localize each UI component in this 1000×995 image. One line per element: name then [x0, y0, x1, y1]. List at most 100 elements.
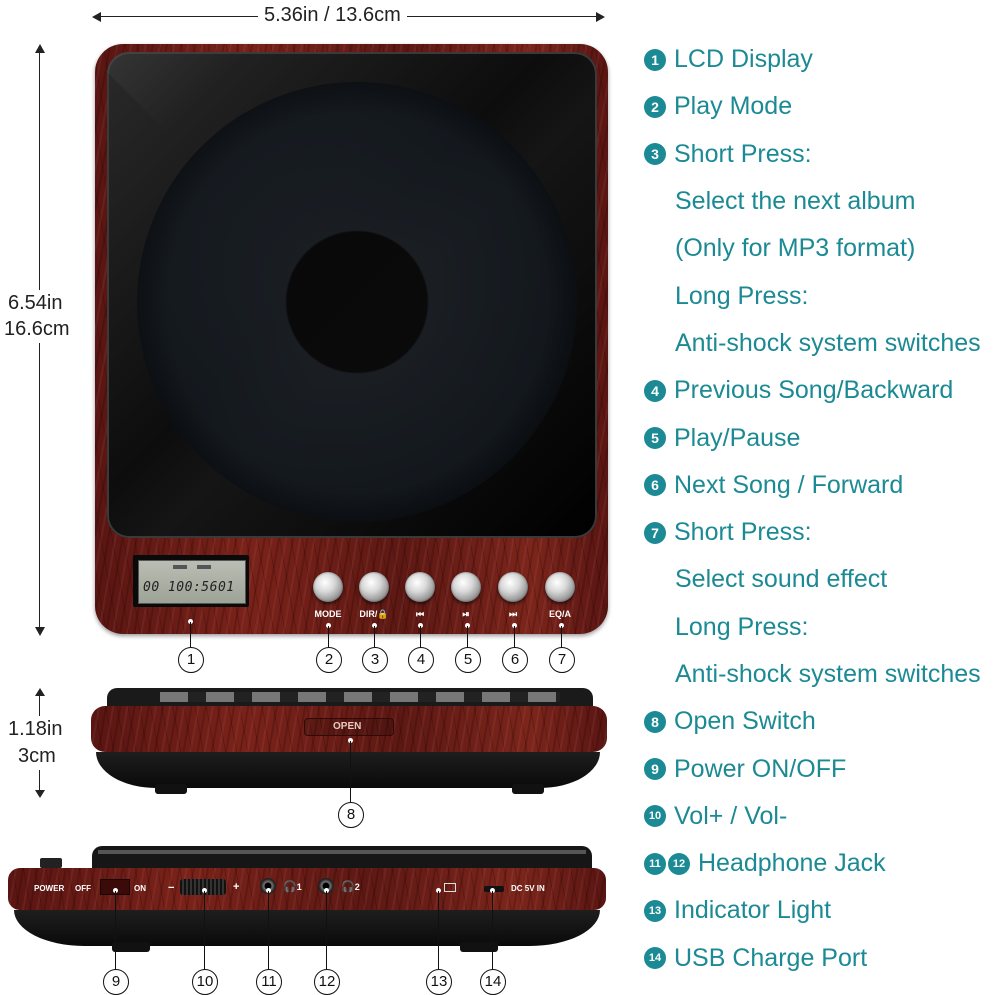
eq-label: EQ/A [548, 609, 571, 619]
legend-badge: 14 [644, 947, 666, 970]
disc-reflection [137, 82, 577, 522]
callout-1: 1 [178, 647, 204, 673]
power-label: POWER [34, 884, 65, 893]
legend-text: Long Press: [675, 612, 809, 641]
legend-item: Long Press: [644, 604, 1000, 651]
legend-text: Select the next album [675, 187, 916, 216]
minus-label: − [168, 882, 175, 894]
callout-8: 8 [338, 802, 364, 828]
previous-button[interactable] [405, 572, 435, 602]
legend-badge: 11 [644, 852, 666, 875]
legend-text: Open Switch [674, 707, 816, 736]
callout-2: 2 [316, 647, 342, 673]
callout-7: 7 [549, 647, 575, 673]
legend-badge: 7 [644, 521, 666, 544]
legend-item: 5 Play/Pause [644, 414, 1000, 461]
height-cm-label: 16.6cm [4, 316, 70, 343]
callout-11: 11 [256, 969, 282, 995]
open-switch[interactable]: OPEN [304, 718, 394, 736]
legend-text: LCD Display [674, 45, 813, 74]
jack-2-label: 2 [354, 882, 360, 892]
legend-item: 14 USB Charge Port [644, 935, 1000, 982]
legend-text: Anti-shock system switches [675, 660, 981, 688]
legend-item: Long Press: [644, 272, 1000, 319]
legend-item: (Only for MP3 format) [644, 225, 1000, 272]
legend-item: 13 Indicator Light [644, 887, 1000, 934]
volume-wheel[interactable] [180, 879, 226, 895]
legend-item: 1 LCD Display [644, 36, 1000, 83]
legend-text: Previous Song/Backward [674, 376, 954, 405]
plus-label: + [233, 881, 240, 893]
legend-item: Anti-shock system switches [644, 320, 1000, 367]
width-label: 5.36in / 13.6cm [258, 4, 407, 27]
callout-5: 5 [455, 647, 481, 673]
legend-text: Power ON/OFF [674, 754, 847, 783]
legend-text: Play Mode [674, 92, 793, 121]
headphone-2-icon: 🎧2 [341, 881, 360, 893]
lcd-display: 00 100:5601 [133, 555, 249, 607]
play-pause-label: ⏯ [462, 609, 470, 619]
legend-item: Select the next album [644, 178, 1000, 225]
legend-badge: 6 [644, 474, 666, 497]
legend-text: Short Press: [674, 518, 812, 547]
legend-text: Vol+ / Vol- [674, 801, 788, 830]
play-pause-button[interactable] [451, 572, 481, 602]
callout-3: 3 [362, 647, 388, 673]
dc-label: DC 5V IN [511, 884, 545, 893]
indicator-light-icon [444, 883, 456, 892]
next-button[interactable] [498, 572, 528, 602]
mode-label: MODE [314, 609, 342, 619]
legend-badge: 2 [644, 95, 666, 118]
legend-item: Select sound effect [644, 556, 1000, 603]
legend-text: Indicator Light [674, 896, 832, 925]
depth-in-label: 1.18in [8, 716, 63, 743]
lcd-text: 00 100:5601 [143, 580, 235, 595]
legend-text: Play/Pause [674, 423, 801, 452]
callout-6: 6 [502, 647, 528, 673]
legend-text: USB Charge Port [674, 943, 868, 972]
legend-text: (Only for MP3 format) [675, 234, 916, 263]
callout-14: 14 [480, 969, 506, 995]
jack-1-label: 1 [296, 882, 302, 892]
legend-badge: 8 [644, 710, 666, 733]
legend-badge: 12 [668, 852, 690, 875]
legend-text: Anti-shock system switches [675, 328, 981, 357]
legend-badge: 10 [644, 805, 666, 828]
legend-item: 8 Open Switch [644, 698, 1000, 745]
callout-9: 9 [103, 969, 129, 995]
dir-label: DIR/🔒 [359, 609, 389, 619]
callout-10: 10 [192, 969, 218, 995]
legend-badge: 3 [644, 143, 666, 166]
height-in-label: 6.54in [8, 290, 63, 317]
legend-item: 2 Play Mode [644, 83, 1000, 130]
next-label: ⏭ [508, 609, 518, 619]
previous-label: ⏮ [415, 609, 425, 619]
headphone-jack-2[interactable] [318, 878, 334, 894]
legend-badge: 1 [644, 48, 666, 71]
legend-badge: 13 [644, 899, 666, 922]
legend-badge: 9 [644, 758, 666, 781]
mode-button[interactable] [313, 572, 343, 602]
dir-button[interactable] [359, 572, 389, 602]
cd-lid [107, 52, 597, 538]
legend-text: Headphone Jack [698, 849, 886, 878]
legend-badge: 4 [644, 379, 666, 402]
legend-item: 6 Next Song / Forward [644, 462, 1000, 509]
legend-item: 9 Power ON/OFF [644, 745, 1000, 792]
legend-text: Short Press: [674, 139, 812, 168]
callout-12: 12 [314, 969, 340, 995]
open-label: OPEN [333, 721, 362, 732]
legend-badge: 5 [644, 427, 666, 450]
legend-item: 10 Vol+ / Vol- [644, 793, 1000, 840]
legend-text: Next Song / Forward [674, 470, 904, 499]
legend-item: 3 Short Press: [644, 131, 1000, 178]
headphone-1-icon: 🎧1 [283, 881, 302, 893]
legend-text: Select sound effect [675, 565, 888, 594]
legend-item: 4 Previous Song/Backward [644, 367, 1000, 414]
callout-4: 4 [408, 647, 434, 673]
eq-button[interactable] [545, 572, 575, 602]
on-label: ON [134, 884, 146, 893]
headphone-jack-1[interactable] [260, 878, 276, 894]
